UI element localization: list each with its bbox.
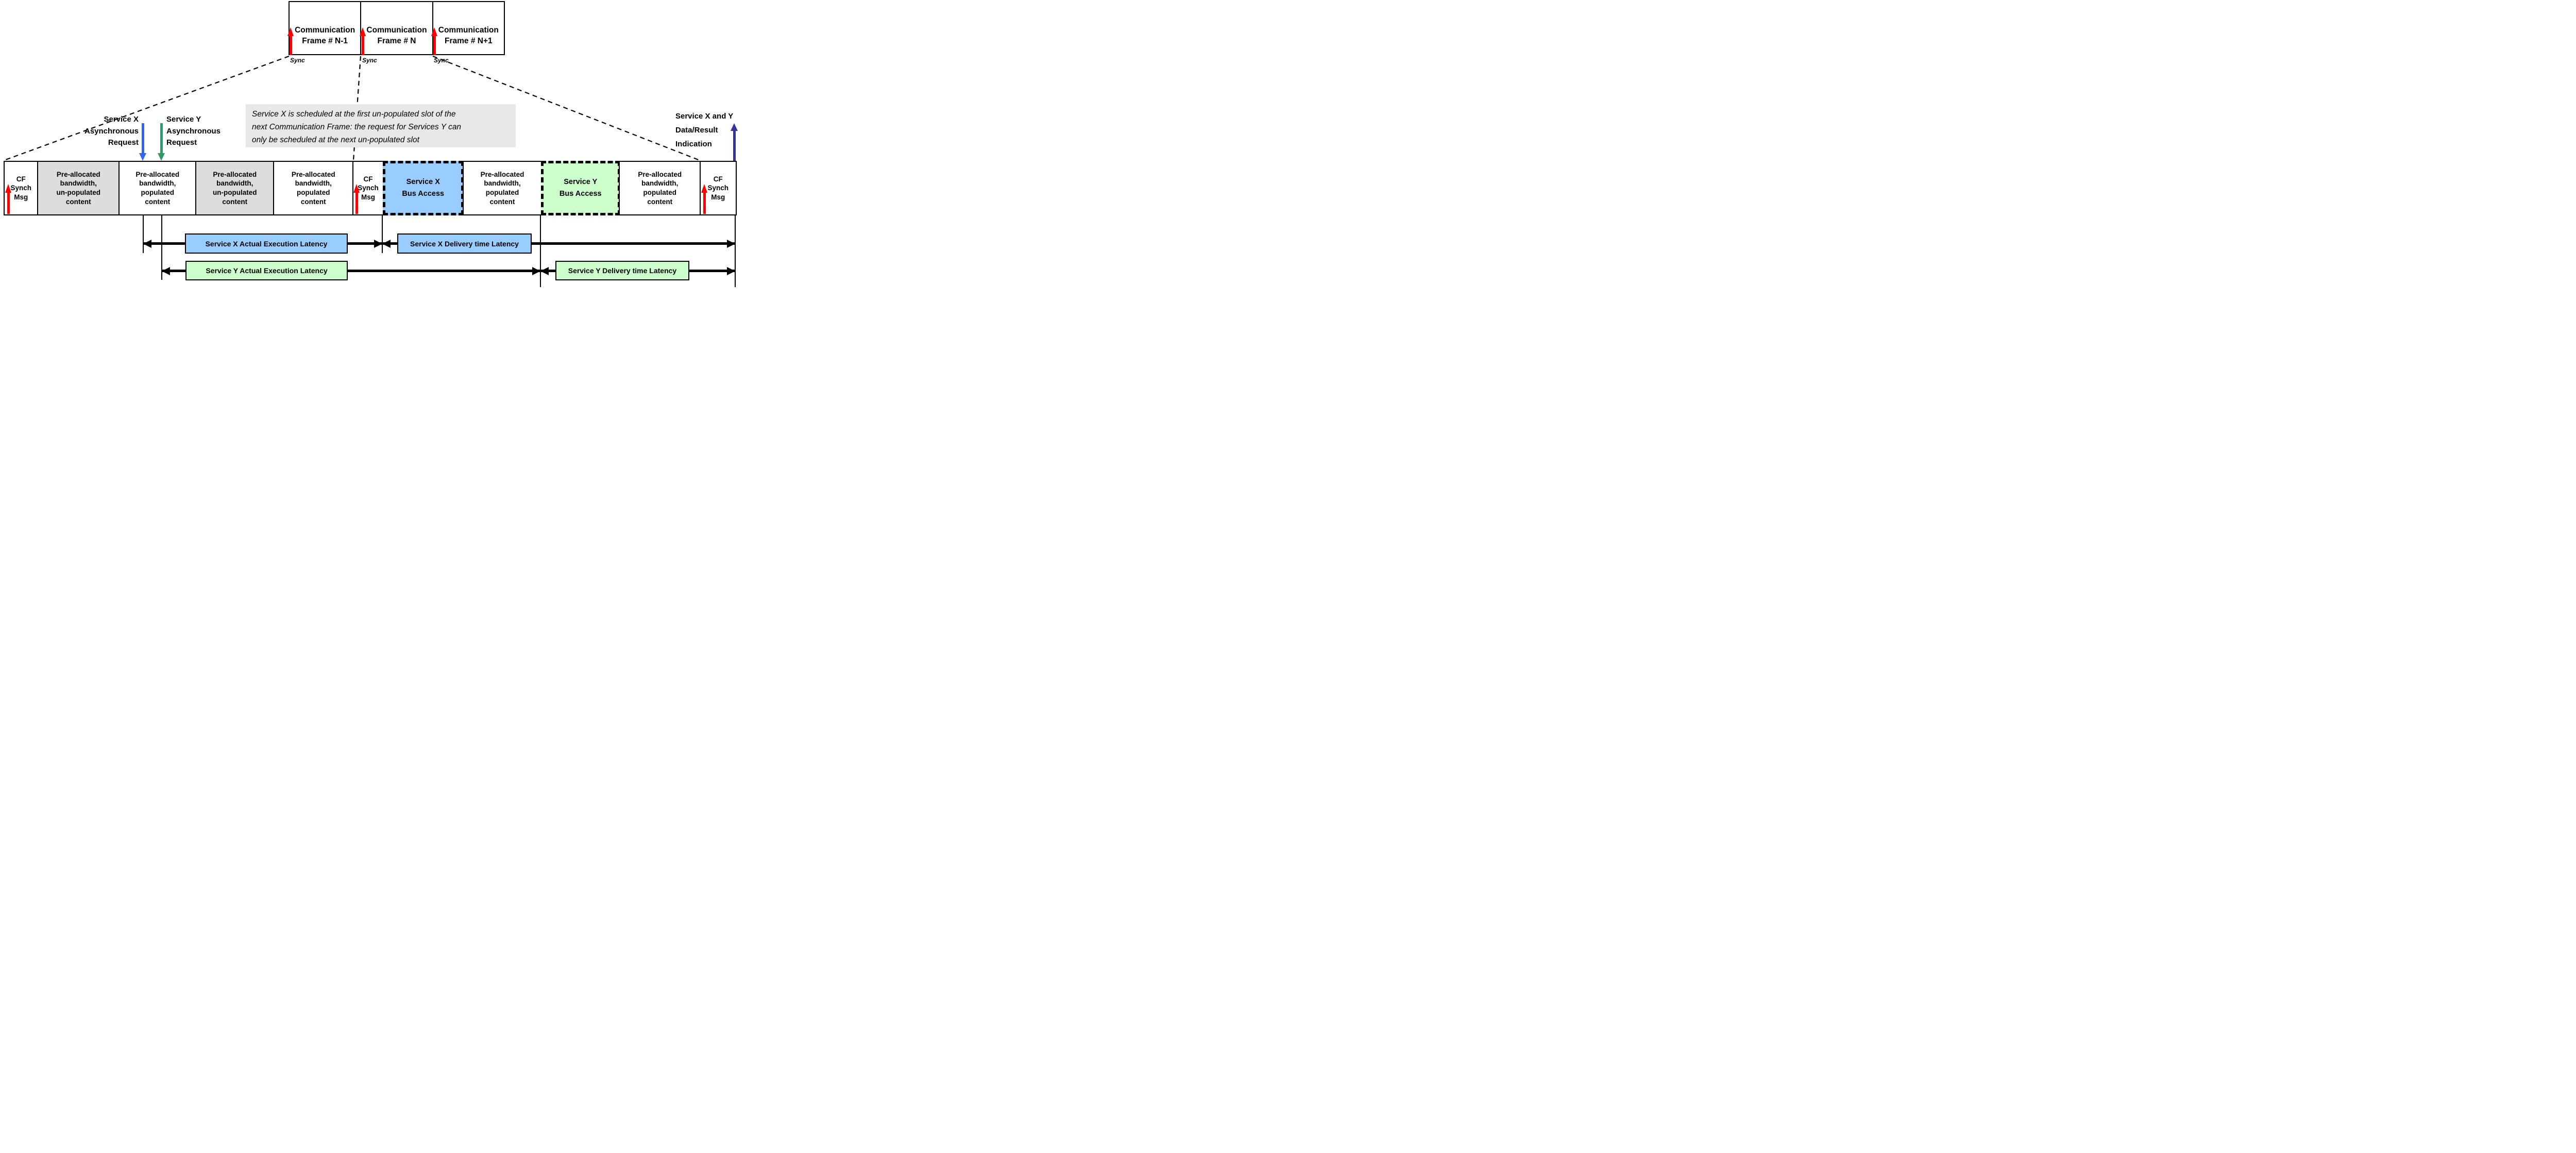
- result-indication-arrow-icon: [731, 123, 738, 161]
- note-line: Service X is scheduled at the first un-p…: [252, 110, 456, 119]
- cf-sync-arrow-icon: [5, 184, 12, 214]
- tick-line-y-bus-start: [540, 215, 541, 287]
- service-y-request-label: Service Y Asynchronous Request: [166, 115, 221, 147]
- frame-scheduling-diagram: Communication Frame # N-1 Communication …: [0, 0, 751, 288]
- communication-frames-row: Communication Frame # N-1 Communication …: [289, 1, 505, 55]
- service-x-execution-latency-box: Service X Actual Execution Latency: [185, 233, 348, 254]
- scheduling-note: Service X is scheduled at the first un-p…: [246, 104, 516, 147]
- service-y-latency-arrow: [162, 270, 735, 272]
- note-line: only be scheduled at the next un-populat…: [252, 136, 419, 145]
- frame-label-line: Communication: [366, 26, 427, 35]
- segment-cf-synch-msg: CF Synch Msg: [700, 161, 737, 215]
- communication-frame-n: Communication Frame # N: [360, 2, 432, 54]
- arrowhead-left-icon: [162, 266, 170, 275]
- tick-line-frame-end: [735, 215, 736, 287]
- arrowhead-right-icon: [374, 239, 382, 248]
- tick-line-x-request: [143, 215, 144, 253]
- arrowhead-right-icon: [727, 239, 735, 248]
- segment-populated-bandwidth: Pre-allocated bandwidth, populated conte…: [273, 161, 354, 215]
- cf-sync-arrow-icon: [353, 184, 360, 214]
- sync-arrow-icon: [431, 27, 438, 55]
- sync-label: Sync: [434, 57, 449, 64]
- communication-frame-n-1: Communication Frame # N-1: [290, 2, 360, 54]
- segment-cf-synch-msg: CF Synch Msg: [352, 161, 384, 215]
- arrowhead-right-icon: [532, 266, 540, 275]
- segment-service-y-bus-access: Service Y Bus Access: [541, 161, 620, 215]
- sync-label: Sync: [362, 57, 377, 64]
- frame-label-line: Communication: [295, 26, 355, 35]
- segment-cf-synch-msg: CF Synch Msg: [4, 161, 39, 215]
- service-y-request-arrow-icon: [158, 123, 165, 161]
- tick-line-y-request: [161, 215, 162, 280]
- sync-projection-line-left: [4, 55, 290, 161]
- communication-frame-n-plus-1: Communication Frame # N+1: [432, 2, 504, 54]
- sync-arrow-icon: [360, 27, 366, 55]
- frame-label-line: Frame # N+1: [445, 37, 493, 46]
- service-x-request-arrow-icon: [139, 123, 147, 161]
- sync-projection-line-right: [432, 55, 700, 161]
- segment-service-x-bus-access: Service X Bus Access: [382, 161, 464, 215]
- result-indication-label: Service X and Y Data/Result Indication: [675, 112, 734, 148]
- frame-label-line: Communication: [438, 26, 499, 35]
- segment-populated-bandwidth: Pre-allocated bandwidth, populated conte…: [118, 161, 197, 215]
- tick-line-x-bus-start: [382, 215, 383, 253]
- service-x-delivery-latency-box: Service X Delivery time Latency: [397, 233, 532, 254]
- arrowhead-left-icon: [382, 239, 391, 248]
- segment-populated-bandwidth: Pre-allocated bandwidth, populated conte…: [619, 161, 701, 215]
- sync-label: Sync: [290, 57, 305, 64]
- frame-label-line: Frame # N-1: [302, 37, 348, 46]
- service-y-execution-latency-box: Service Y Actual Execution Latency: [185, 261, 348, 280]
- service-x-request-label: Service X Asynchronous Request: [84, 115, 139, 147]
- segment-populated-bandwidth: Pre-allocated bandwidth, populated conte…: [462, 161, 543, 215]
- arrowhead-left-icon: [540, 266, 549, 275]
- sync-arrow-icon: [287, 27, 294, 55]
- arrowhead-right-icon: [727, 266, 735, 275]
- service-y-delivery-latency-box: Service Y Delivery time Latency: [555, 261, 689, 280]
- segment-unpopulated-bandwidth: Pre-allocated bandwidth, un-populated co…: [37, 161, 120, 215]
- segment-unpopulated-bandwidth: Pre-allocated bandwidth, un-populated co…: [195, 161, 275, 215]
- cf-sync-arrow-icon: [701, 184, 708, 214]
- arrowhead-left-icon: [143, 239, 151, 248]
- frame-label-line: Frame # N: [377, 37, 416, 46]
- note-line: next Communication Frame: the request fo…: [252, 123, 462, 132]
